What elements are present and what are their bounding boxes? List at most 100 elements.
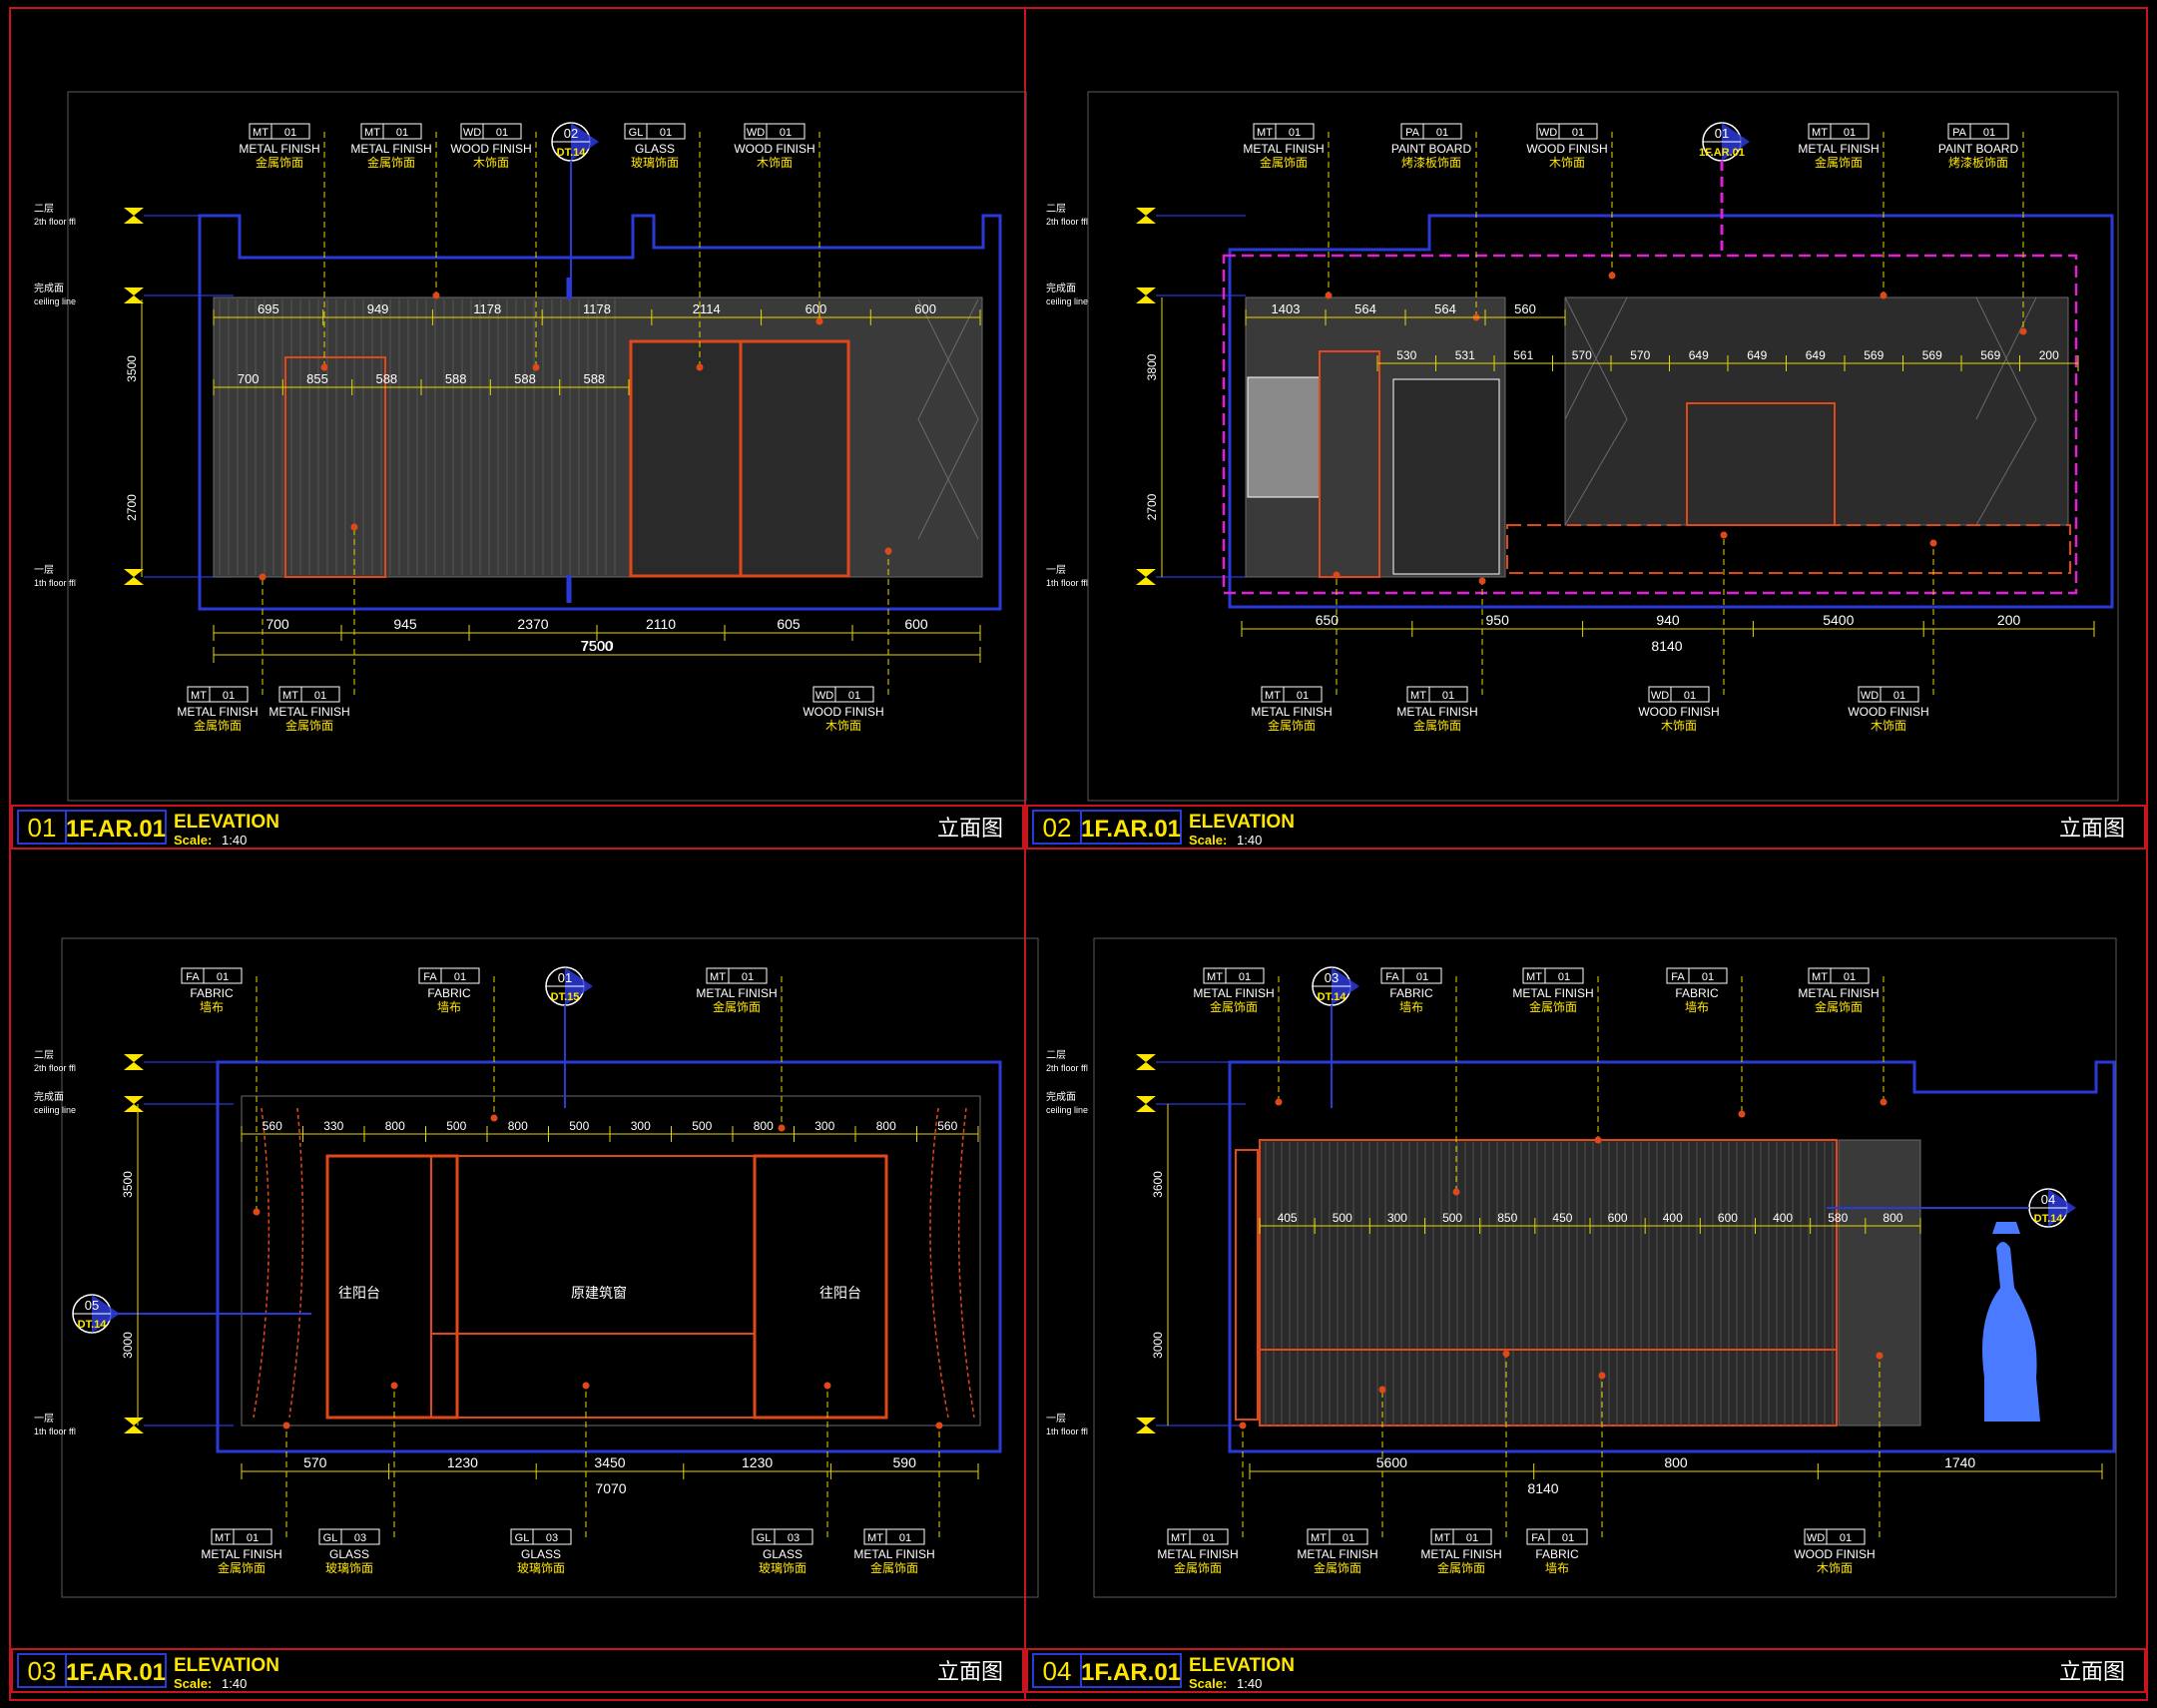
- dimension-value: 450: [1552, 1211, 1572, 1225]
- tag-code: WD: [1539, 127, 1557, 139]
- tag-english: FABRIC: [1675, 986, 1719, 1000]
- dimension-value: 588: [583, 371, 605, 386]
- tag-chinese: 金属饰面: [194, 718, 242, 733]
- level-marker: [124, 569, 144, 577]
- dimension-total: 8140: [1651, 638, 1682, 654]
- callout-sheet: DT.14: [557, 147, 587, 159]
- leader-dot: [1378, 1386, 1386, 1394]
- tag-number: 01: [1702, 971, 1714, 983]
- leader-dot: [1275, 1098, 1283, 1106]
- tag-number: 01: [314, 690, 326, 702]
- dimension-value: 588: [514, 371, 536, 386]
- leader-dot: [1502, 1350, 1510, 1358]
- tag-english: FABRIC: [190, 986, 234, 1000]
- tag-chinese: 墙布: [1685, 1000, 1709, 1014]
- tag-chinese: 烤漆板饰面: [1401, 155, 1461, 170]
- callout-sheet: DT.14: [2034, 1213, 2064, 1225]
- level-sublabel: ceiling line: [34, 1105, 76, 1115]
- dimension-value-vertical: 3500: [125, 355, 139, 382]
- level-sublabel: ceiling line: [1046, 1105, 1088, 1115]
- tag-number: 01: [660, 127, 672, 139]
- tag-number: 01: [1442, 690, 1454, 702]
- dimension-value: 560: [263, 1119, 282, 1133]
- tag-number: 01: [1572, 127, 1584, 139]
- level-label: 二层: [1046, 203, 1066, 215]
- tag-box: [812, 686, 874, 703]
- scale-label: Scale:: [1189, 833, 1227, 848]
- level-sublabel: 1th floor ffl: [34, 578, 76, 588]
- tag-code: GL: [515, 1532, 530, 1544]
- level-sublabel: 2th floor ffl: [1046, 1063, 1088, 1073]
- tag-number: 01: [454, 971, 466, 983]
- tag-number: 01: [1297, 690, 1309, 702]
- tag-code: WD: [815, 690, 833, 702]
- level-marker: [124, 1104, 144, 1112]
- tag-code: MT: [710, 971, 726, 983]
- tag-code: PA: [1405, 127, 1420, 139]
- tag-code: FA: [1385, 971, 1399, 983]
- dimension-value: 605: [777, 616, 801, 632]
- tag-chinese: 金属饰面: [1529, 999, 1577, 1014]
- metal-edge-trim: [1235, 1149, 1259, 1421]
- tag-code: MT: [1526, 971, 1542, 983]
- wall-panel-area: [213, 296, 983, 578]
- level-label: 完成面: [1046, 1090, 1076, 1103]
- dimension-value: 200: [1997, 612, 2021, 628]
- tag-chinese: 金属饰面: [218, 1560, 266, 1575]
- tag-english: METAL FINISH: [853, 1547, 934, 1561]
- level-label: 完成面: [1046, 282, 1076, 294]
- scale-value: 1:40: [1237, 833, 1262, 848]
- tag-box: [1406, 686, 1468, 703]
- dimension-value: 5600: [1376, 1454, 1407, 1470]
- level-sublabel: ceiling line: [1046, 296, 1088, 306]
- tag-code: FA: [1671, 971, 1685, 983]
- outer-frame: [9, 7, 2148, 1701]
- tag-box: [1648, 686, 1710, 703]
- elevation-title: ELEVATION: [174, 812, 279, 833]
- tag-chinese: 金属饰面: [1174, 1560, 1222, 1575]
- tag-code: MT: [253, 127, 269, 139]
- dimension-value: 7500: [580, 638, 613, 655]
- panel-number: 02: [1043, 813, 1072, 843]
- elevation-title: ELEVATION: [1189, 812, 1295, 833]
- callout-id: 05: [85, 1298, 99, 1313]
- tag-english: METAL FINISH: [1243, 142, 1324, 156]
- tag-box: [744, 123, 806, 140]
- tag-english: PAINT BOARD: [1391, 142, 1472, 156]
- tag-box: [1430, 1528, 1492, 1545]
- structural-wall-outline: [1228, 1060, 2116, 1453]
- leader-dot: [2019, 327, 2027, 335]
- level-marker: [124, 577, 144, 585]
- title-bar: [1026, 805, 2146, 850]
- panel-number: 03: [28, 1656, 57, 1686]
- tag-box: [181, 967, 243, 984]
- open-shelf-cross: [917, 298, 979, 540]
- tag-english: WOOD FINISH: [1848, 705, 1928, 719]
- tag-english: METAL FINISH: [1420, 1547, 1501, 1561]
- panel-number: 01: [28, 813, 57, 843]
- tag-number: 01: [1844, 127, 1856, 139]
- level-marker: [1136, 1062, 1156, 1070]
- tag-code: WD: [1861, 690, 1879, 702]
- panel-cross-pattern: [1564, 296, 2037, 526]
- tag-english: METAL FINISH: [1297, 1547, 1377, 1561]
- metal-frame-opening: [284, 356, 386, 578]
- callout-sheet: DT.14: [78, 1319, 108, 1331]
- tag-box: [187, 686, 249, 703]
- tag-number: 01: [284, 127, 296, 139]
- dimension-value: 800: [385, 1119, 405, 1133]
- scale-value: 1:40: [222, 1676, 247, 1691]
- dimension-value: 405: [1278, 1211, 1298, 1225]
- tag-english: METAL FINISH: [201, 1547, 281, 1561]
- dimension-value: 500: [569, 1119, 589, 1133]
- dimension-value: 855: [306, 371, 328, 386]
- tag-chinese: 墙布: [437, 1000, 461, 1014]
